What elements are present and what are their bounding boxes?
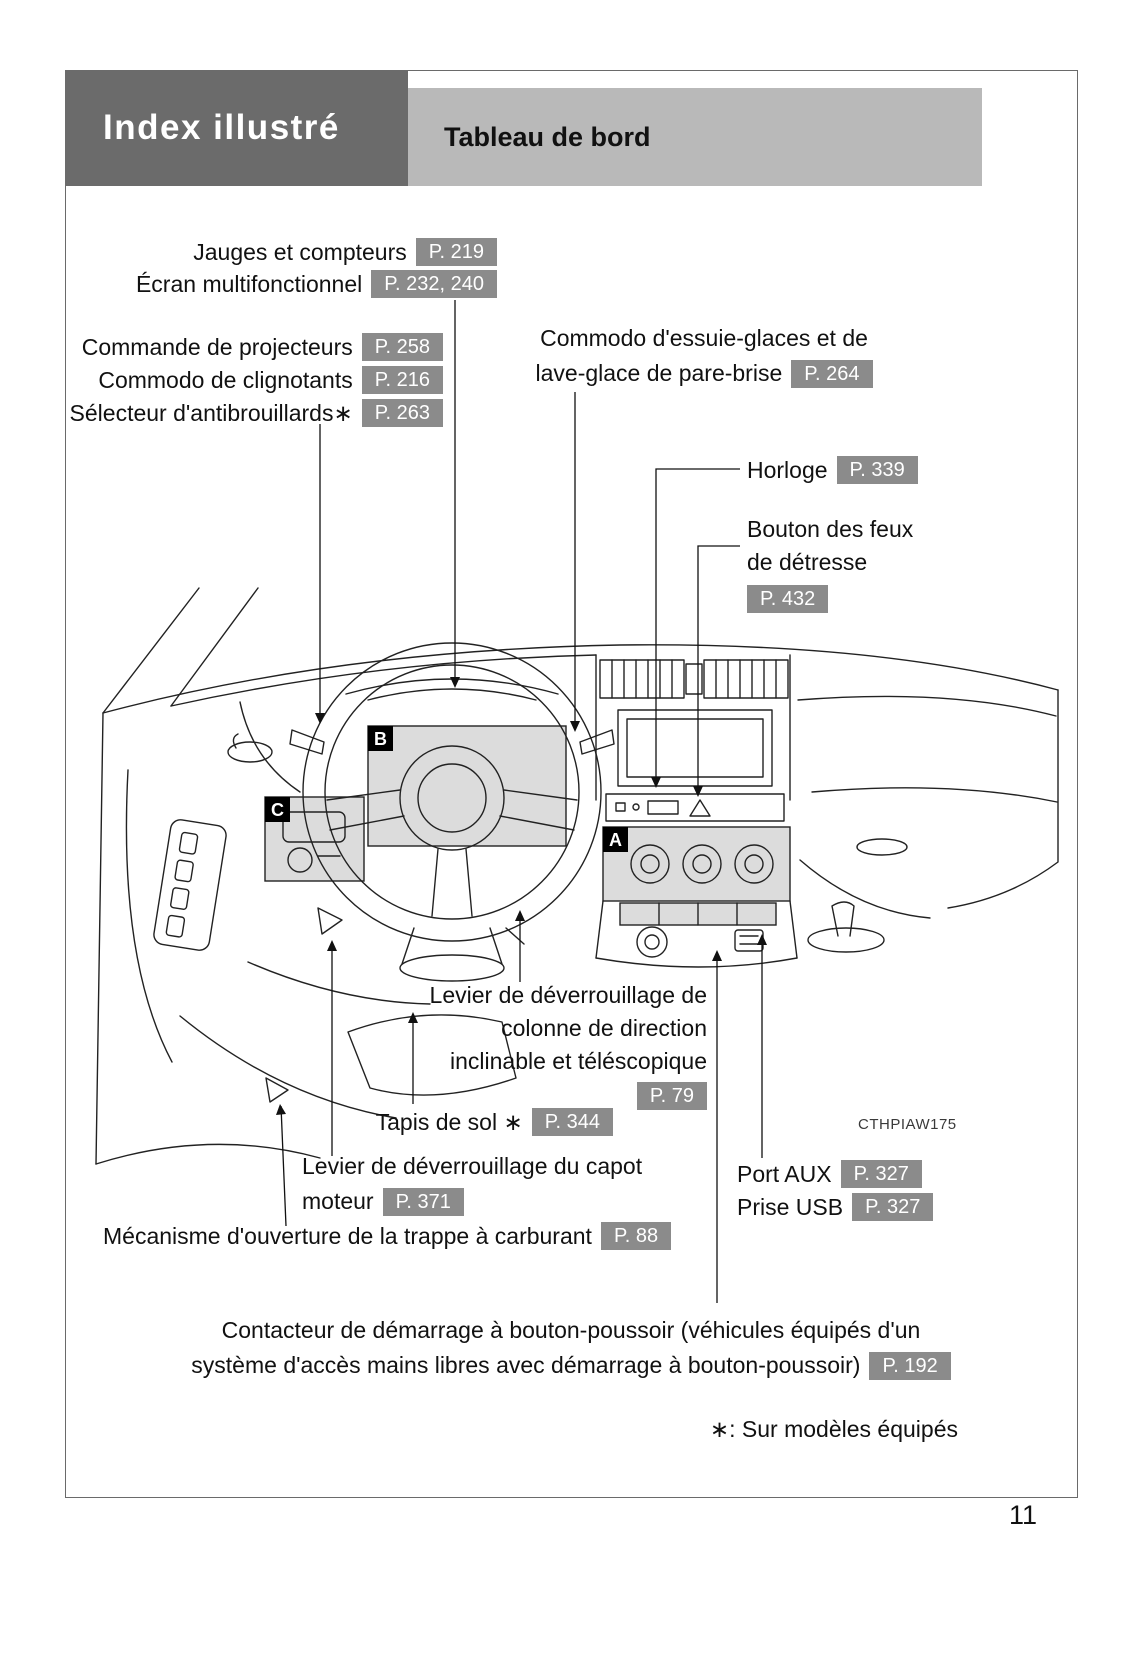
callout-tilt-steering-line2: colonne de direction <box>501 1015 707 1041</box>
callout-usb-port-label: Prise USB <box>737 1193 844 1220</box>
callout-multi-display-label: Écran multifonctionnel <box>135 270 363 297</box>
section-header: Tableau de bord <box>408 88 982 186</box>
callout-aux-port-label: Port AUX <box>737 1160 832 1187</box>
callout-wiper-line2: lave-glace de pare-brise <box>535 360 783 386</box>
callout-multi-display-page-ref: P. 232, 240 <box>371 270 497 298</box>
callout-tilt-steering-line1: Levier de déverrouillage de <box>429 982 707 1008</box>
callout-tilt-steering-page-ref: P. 79 <box>636 1082 707 1110</box>
callout-floor-mats: Tapis de sol ∗ P. 344 <box>376 1108 613 1136</box>
callout-floor-mats-label: Tapis de sol ∗ <box>375 1108 523 1135</box>
callout-turn-signal-page-ref: P. 216 <box>361 366 443 394</box>
callout-hood-line2: moteur <box>302 1188 374 1214</box>
callout-fuel-door-page-ref: P. 88 <box>600 1222 672 1250</box>
callout-headlight-page-ref: P. 258 <box>361 333 443 361</box>
callout-turn-signal: Commodo de clignotants P. 216 <box>98 366 443 394</box>
page-number: 11 <box>1008 1500 1037 1530</box>
callout-push-start-line1: Contacteur de démarrage à bouton-poussoi… <box>221 1317 921 1343</box>
callout-gauges-page-ref: P. 219 <box>415 238 497 266</box>
callout-hazard-line1: Bouton des feux <box>747 516 914 542</box>
callout-push-start-page-ref: P. 192 <box>869 1351 951 1380</box>
figure-code: CTHPIAW175 <box>858 1116 957 1133</box>
section-title: Tableau de bord <box>444 121 651 152</box>
chapter-title: Index illustré <box>103 108 340 147</box>
callout-usb-port-page-ref: P. 327 <box>852 1193 934 1221</box>
callout-hood-page-ref: P. 371 <box>382 1187 464 1216</box>
callout-fog-light: Sélecteur d'antibrouillards∗ P. 263 <box>70 399 443 427</box>
callout-fuel-door-label: Mécanisme d'ouverture de la trappe à car… <box>103 1222 592 1249</box>
callout-hazard-page-ref: P. 432 <box>747 585 829 613</box>
callout-push-start: Contacteur de démarrage à bouton-poussoi… <box>150 1314 992 1382</box>
chapter-header: Index illustré <box>65 70 408 186</box>
callout-hazard-line2: de détresse <box>747 549 868 575</box>
callout-clock-label: Horloge <box>747 456 828 483</box>
callout-fog-light-page-ref: P. 263 <box>361 399 443 427</box>
callout-hood: Levier de déverrouillage du capot moteur… <box>302 1150 642 1218</box>
callout-gauges: Jauges et compteurs P. 219 <box>193 238 497 266</box>
callout-push-start-line2: système d'accès mains libres avec démarr… <box>191 1352 861 1378</box>
callout-aux-port: Port AUX P. 327 <box>737 1160 922 1188</box>
callout-aux-port-page-ref: P. 327 <box>840 1160 922 1188</box>
callout-clock: Horloge P. 339 <box>747 456 918 484</box>
page-border <box>65 70 1078 1498</box>
callout-multi-display: Écran multifonctionnel P. 232, 240 <box>136 270 497 298</box>
callout-gauges-label: Jauges et compteurs <box>193 238 407 265</box>
callout-headlight-label: Commande de projecteurs <box>81 333 353 360</box>
callout-floor-mats-page-ref: P. 344 <box>531 1108 613 1136</box>
footnote: ∗: Sur modèles équipés <box>709 1416 958 1442</box>
callout-fuel-door: Mécanisme d'ouverture de la trappe à car… <box>103 1222 672 1250</box>
callout-tilt-steering-line3: inclinable et téléscopique <box>449 1048 707 1074</box>
callout-tilt-steering: Levier de déverrouillage de colonne de d… <box>430 979 707 1111</box>
callout-hood-line1: Levier de déverrouillage du capot <box>302 1153 643 1179</box>
callout-turn-signal-label: Commodo de clignotants <box>98 366 353 393</box>
callout-wiper-page-ref: P. 264 <box>791 359 873 388</box>
callout-headlight: Commande de projecteurs P. 258 <box>82 333 443 361</box>
callout-clock-page-ref: P. 339 <box>836 456 918 484</box>
callout-wiper-line1: Commodo d'essuie-glaces et de <box>540 325 868 351</box>
callout-wiper: Commodo d'essuie-glaces et de lave-glace… <box>528 322 880 390</box>
callout-usb-port: Prise USB P. 327 <box>737 1193 934 1221</box>
callout-fog-light-label: Sélecteur d'antibrouillards∗ <box>69 399 353 426</box>
callout-hazard: Bouton des feux de détresse P. 432 <box>747 513 913 614</box>
